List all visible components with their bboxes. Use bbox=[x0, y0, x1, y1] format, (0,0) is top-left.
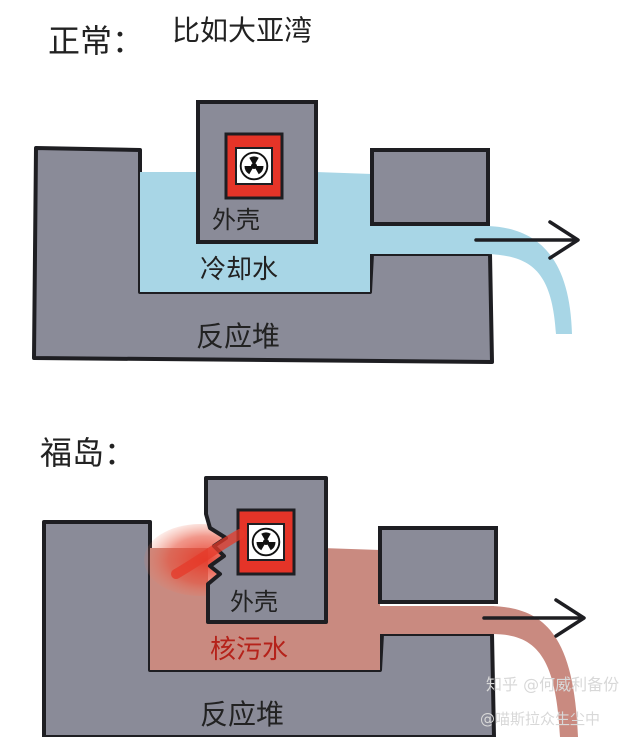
normal-panel: 正常： 比如大亚湾 外壳 冷却水 反应堆 bbox=[32, 14, 580, 364]
water-stream bbox=[488, 226, 572, 334]
radiation-icon bbox=[236, 508, 296, 576]
fukushima-panel: 福岛： 外壳 核污水 反应堆 bbox=[40, 434, 586, 737]
arrow-right-icon bbox=[482, 598, 586, 638]
water-label: 冷却水 bbox=[200, 255, 278, 285]
arrow-right-icon bbox=[474, 220, 580, 260]
leak-streak bbox=[171, 529, 245, 579]
fukushima-heading: 福岛： bbox=[40, 434, 136, 472]
normal-heading: 正常： bbox=[48, 22, 144, 60]
radiation-icon bbox=[224, 132, 284, 200]
upper-right-block bbox=[378, 526, 498, 604]
upper-right-block bbox=[370, 148, 490, 226]
water-label: 核污水 bbox=[210, 635, 288, 665]
watermark-line1: 知乎 @何威利备份 bbox=[486, 675, 619, 694]
reactor-label: 反应堆 bbox=[200, 698, 284, 731]
shell-label: 外壳 bbox=[230, 588, 278, 616]
cooling-water bbox=[140, 172, 490, 292]
reactor-label: 反应堆 bbox=[196, 320, 280, 353]
example-label: 比如大亚湾 bbox=[172, 14, 312, 47]
watermark-line2: @喵斯拉众生尘中 bbox=[480, 710, 600, 728]
shell-label: 外壳 bbox=[212, 206, 260, 234]
